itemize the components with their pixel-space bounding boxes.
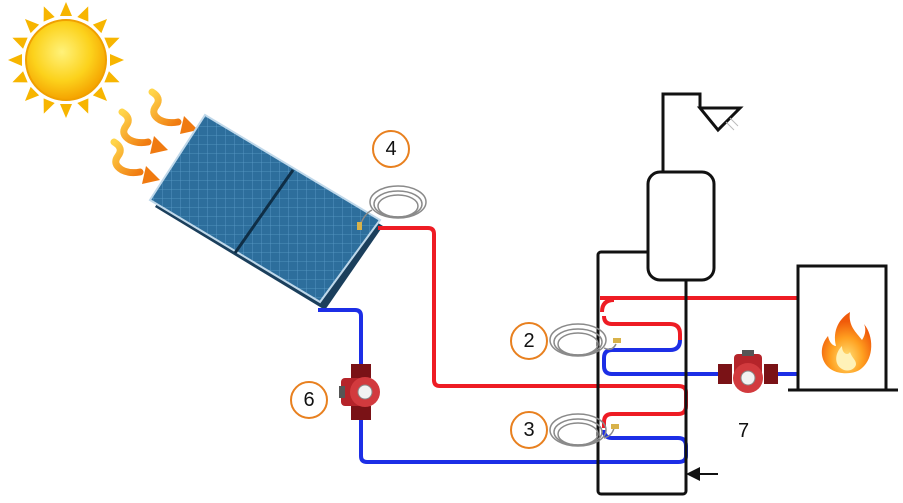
tank-lower-sensor-label: 3 <box>510 411 548 449</box>
tank-upper-sensor-label: 2 <box>510 322 548 360</box>
storage-tank <box>596 250 688 496</box>
heat-wave-arrowheads <box>142 116 198 184</box>
boiler-pump-label: 7 <box>738 420 750 442</box>
pump-icon <box>339 364 380 420</box>
heat-wave-icon <box>110 88 182 177</box>
shower-icon <box>646 92 744 282</box>
cold-pipes <box>318 308 798 464</box>
shower-spray <box>725 117 739 131</box>
pump-icon <box>718 350 778 393</box>
sun-icon <box>8 2 124 118</box>
flame-icon <box>821 312 872 374</box>
sensor-cable-icon <box>359 185 617 447</box>
solar-panel-icon <box>148 113 383 310</box>
solar-pump-label: 6 <box>290 381 328 419</box>
inlet-arrow-icon <box>686 467 718 481</box>
hot-pipes <box>378 226 798 428</box>
sensor-probe-tips <box>357 222 621 429</box>
collector-sensor-label: 4 <box>372 130 410 168</box>
